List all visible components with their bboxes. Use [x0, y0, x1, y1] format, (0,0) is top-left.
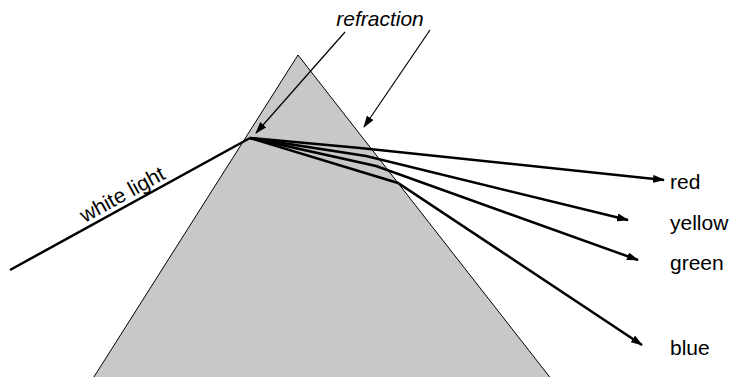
- incident-ray: [10, 138, 250, 270]
- callout-label: refraction: [336, 8, 424, 29]
- color-label: yellow: [670, 212, 728, 233]
- blue-ray: [250, 138, 642, 345]
- prism: [92, 55, 552, 377]
- red-ray: [250, 138, 664, 180]
- leader-arrow: [364, 30, 430, 127]
- color-label: red: [670, 171, 700, 192]
- leader-arrow: [256, 32, 345, 133]
- ray-label: white light: [76, 162, 168, 225]
- color-label: blue: [670, 337, 710, 358]
- color-label: green: [670, 252, 724, 273]
